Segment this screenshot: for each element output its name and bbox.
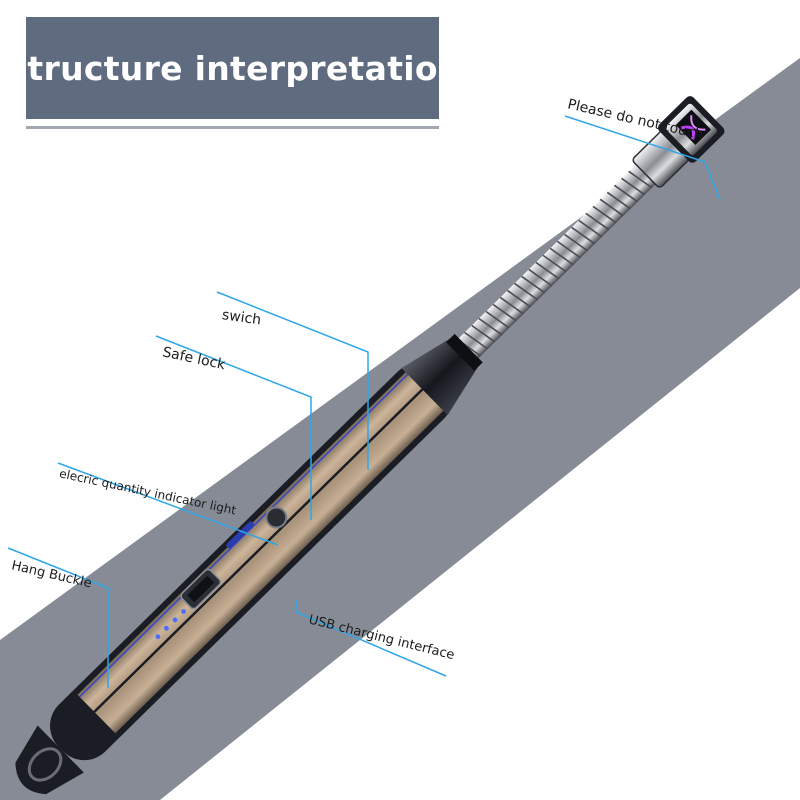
callout-line-safe-lock — [155, 335, 312, 520]
indicator-leds — [155, 609, 186, 640]
page-title: Structure interpretation — [3, 48, 462, 88]
callout-line-usb — [295, 600, 447, 677]
callout-line-do-not-touch — [564, 115, 721, 201]
callout-line-indicator — [57, 462, 279, 546]
title-underline — [26, 126, 439, 129]
usb-port — [180, 568, 222, 610]
callout-line-switch — [216, 291, 369, 470]
ignition-head — [632, 96, 725, 188]
lighter-body — [50, 333, 483, 761]
callout-line-hang-buckle — [7, 547, 109, 688]
flexible-neck — [453, 162, 658, 363]
title-banner: Structure interpretation — [3, 17, 462, 119]
callout-lines — [7, 115, 721, 688]
switch-button — [265, 506, 288, 529]
safe-lock-slider — [226, 521, 254, 549]
hang-buckle — [15, 725, 84, 795]
lighter — [15, 96, 725, 795]
